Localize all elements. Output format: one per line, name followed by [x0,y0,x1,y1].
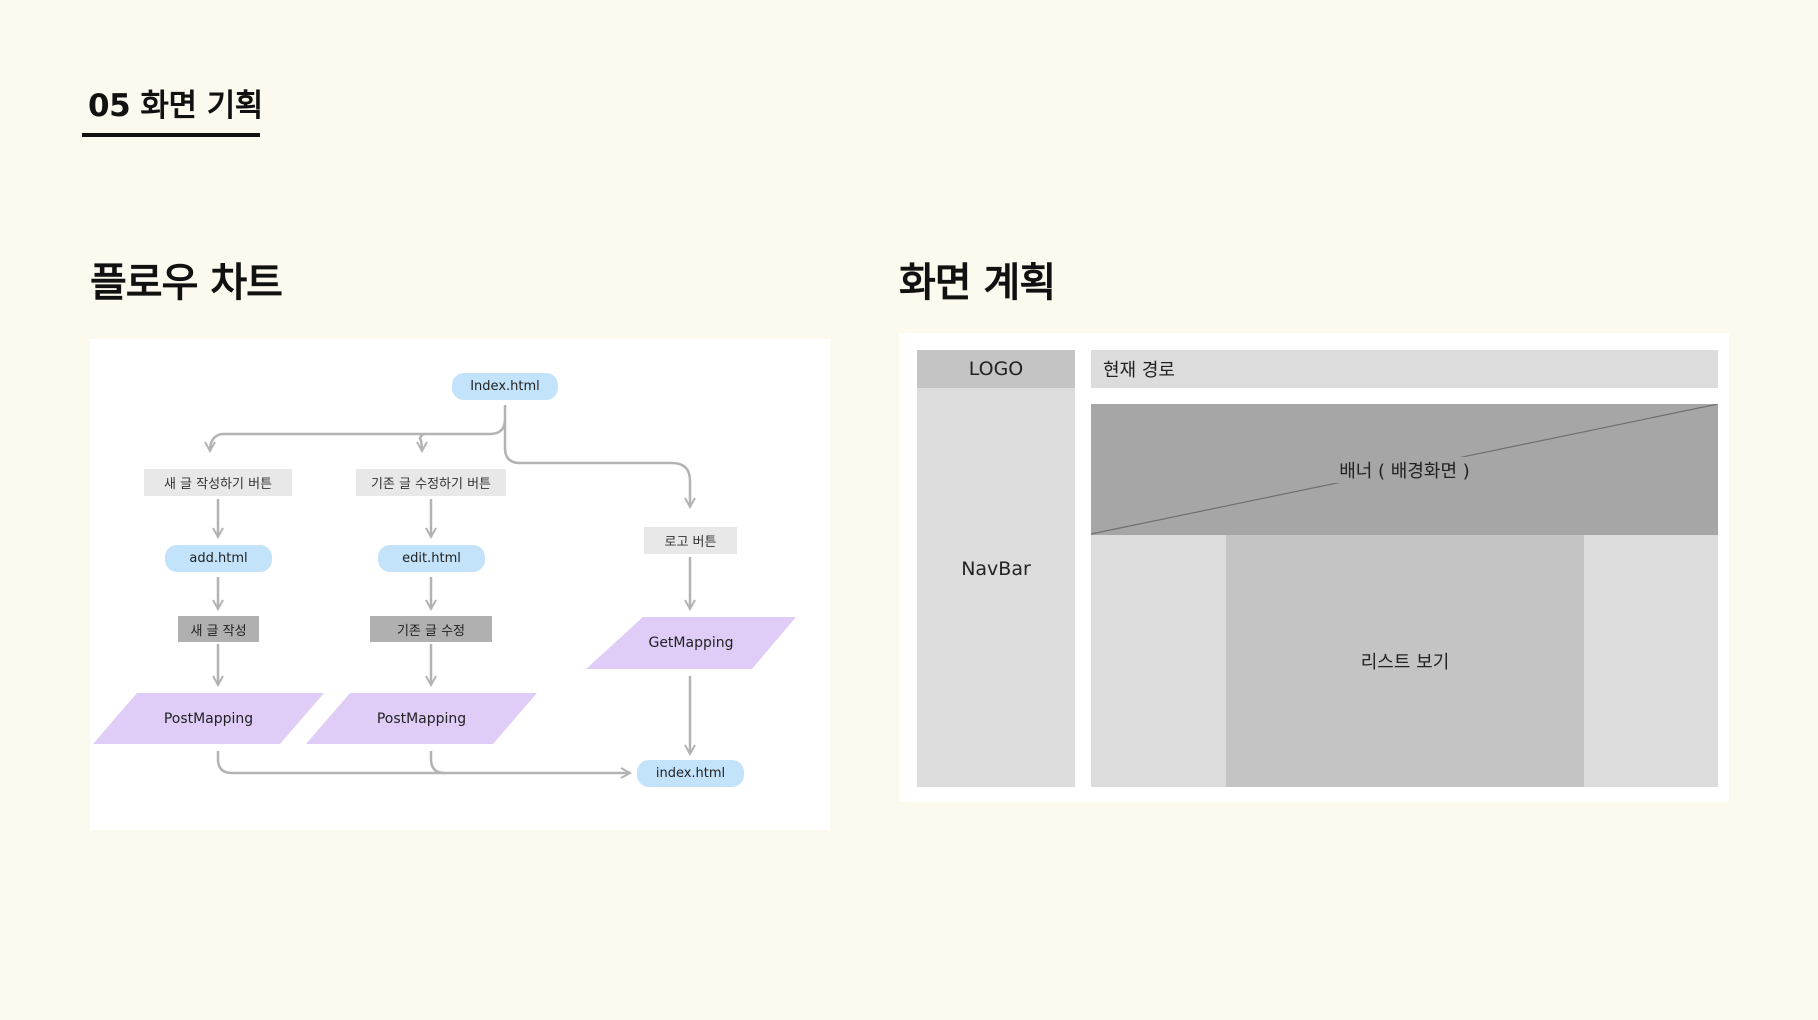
edge-index-to-edit-post-btn [420,432,425,451]
screen-plan-panel: NavBar LOGO 현재 경로 배너 ( 배경화면 ) 리스트 보기 [899,333,1729,802]
wireframe-side-right [1584,535,1718,787]
edge-postmappings-to-index [216,751,630,773]
node-edit-post: 기존 글 수정 [370,616,492,642]
screen-plan-title: 화면 계획 [899,260,1056,306]
node-new-post-button: 새 글 작성하기 버튼 [144,469,292,496]
node-new-post: 새 글 작성 [178,616,259,642]
node-postmapping-2: PostMapping [306,693,537,744]
breadcrumb-label: 현재 경로 [1103,360,1175,381]
getmapping-label: GetMapping [648,635,734,651]
flow-chart-title: 플로우 차트 [90,260,283,306]
node-edit-html: edit.html [378,545,485,572]
edge-index-to-logo-btn [503,419,690,507]
navbar-label: NavBar [961,557,1031,580]
banner-label: 배너 ( 배경화면 ) [1329,456,1480,483]
logo-label: LOGO [968,358,1024,380]
wireframe-banner: 배너 ( 배경화면 ) [1091,404,1718,535]
wireframe-side-left [1091,535,1226,787]
postmapping-2-label: PostMapping [376,710,467,727]
wireframe-breadcrumb: 현재 경로 [1091,350,1718,388]
node-index-top: Index.html [452,373,558,400]
page-title-underline [82,133,260,137]
node-logo-button: 로고 버튼 [644,527,737,554]
getmapping-shape [586,617,796,669]
postmapping-1-label: PostMapping [163,710,254,727]
node-edit-post-button: 기존 글 수정하기 버튼 [356,469,506,496]
edge-index-to-new-post-btn [210,405,507,451]
postmapping-2-shape [306,693,537,744]
wireframe-list: 리스트 보기 [1226,535,1584,787]
node-getmapping: GetMapping [586,617,796,669]
node-add-html: add.html [165,545,272,572]
node-index-bottom: index.html [637,760,744,787]
flow-edges [93,405,796,830]
flow-chart-panel: Index.html 새 글 작성하기 버튼 기존 글 수정하기 버튼 로고 버… [90,339,830,830]
page-title: 05 화면 기획 [88,88,263,124]
wireframe-navbar: NavBar [917,350,1075,787]
wireframe-logo: LOGO [917,350,1075,388]
list-label: 리스트 보기 [1360,652,1450,673]
node-postmapping-1: PostMapping [93,693,324,744]
postmapping-1-shape [93,693,324,744]
